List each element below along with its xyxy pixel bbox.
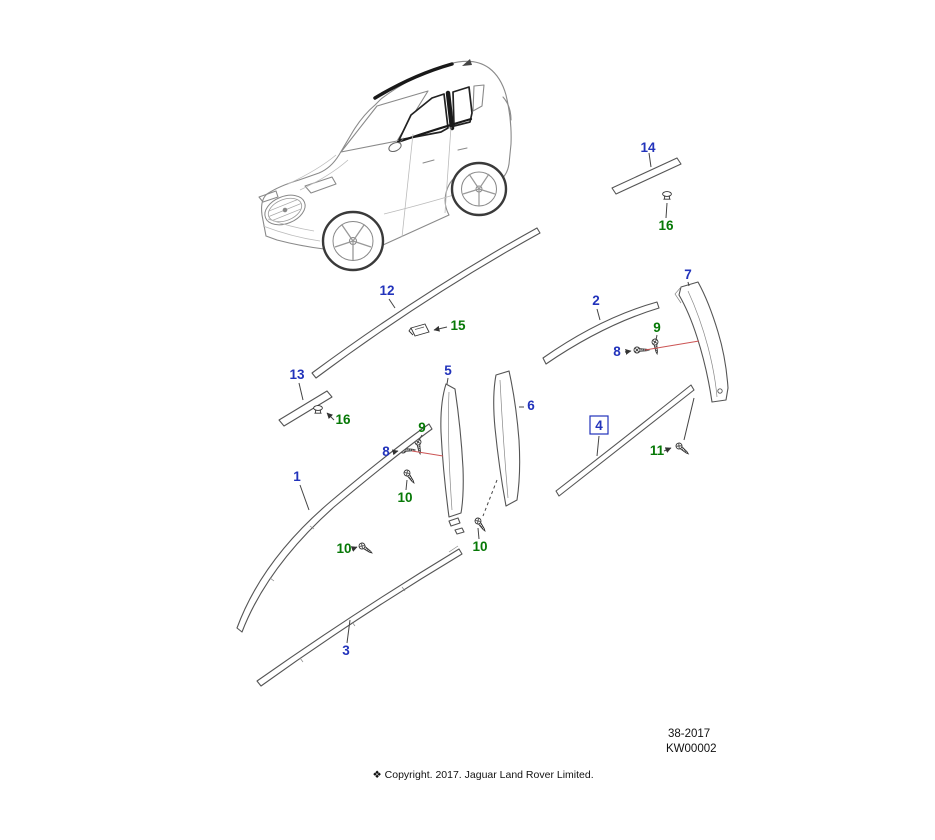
callout-10-b[interactable]: 10 bbox=[472, 539, 487, 554]
part-shapes bbox=[236, 157, 729, 687]
leader-1 bbox=[299, 484, 310, 511]
callout-8-b[interactable]: 8 bbox=[382, 444, 390, 459]
car-bumper-lines bbox=[262, 218, 321, 242]
leader-9b bbox=[418, 434, 423, 441]
leader-5 bbox=[446, 377, 449, 385]
car-antenna-fin bbox=[462, 59, 472, 66]
leader-10b bbox=[477, 527, 480, 540]
part-13-finisher-shape bbox=[278, 390, 333, 427]
part-5-pillar-finisher-shape bbox=[440, 383, 465, 535]
screw-9a bbox=[651, 338, 661, 355]
car-rear-wheel bbox=[450, 161, 508, 217]
part-12-roof-moulding-shape bbox=[311, 227, 541, 379]
fastener-16b-grommet bbox=[313, 405, 323, 414]
callouts: 14 16 12 15 13 16 2 7 9 8 5 6 9 8 10 4 1… bbox=[289, 140, 691, 658]
callout-9-b[interactable]: 9 bbox=[418, 420, 426, 435]
leader-15 bbox=[433, 325, 448, 332]
leader-lines bbox=[298, 152, 700, 644]
leader-13 bbox=[298, 382, 304, 401]
car-b-pillar-trim bbox=[445, 90, 455, 131]
car-hood-creases bbox=[287, 154, 349, 191]
car-windshield bbox=[340, 90, 429, 153]
callout-13[interactable]: 13 bbox=[289, 367, 305, 382]
leader-2 bbox=[596, 308, 601, 321]
callout-14[interactable]: 14 bbox=[640, 140, 656, 155]
car-grille bbox=[264, 194, 306, 226]
callout-12[interactable]: 12 bbox=[379, 283, 394, 298]
callout-3[interactable]: 3 bbox=[342, 643, 350, 658]
leader-10a bbox=[405, 479, 408, 491]
car-mirror bbox=[388, 137, 405, 153]
leader-8b-red bbox=[411, 450, 444, 457]
leader-10c bbox=[350, 546, 358, 552]
callout-7[interactable]: 7 bbox=[684, 267, 692, 282]
car-door-cut-lines bbox=[401, 126, 452, 238]
callout-4[interactable]: 4 bbox=[595, 418, 603, 433]
part-1-front-moulding-shape bbox=[236, 423, 433, 633]
leader-16b bbox=[326, 412, 335, 421]
leader-11 bbox=[663, 447, 672, 453]
drawing-code: KW00002 bbox=[666, 743, 717, 755]
part-14-finisher-shape bbox=[611, 157, 682, 195]
copyright-text: ❖ Copyright. 2017. Jaguar Land Rover Lim… bbox=[372, 769, 593, 781]
callout-6[interactable]: 6 bbox=[527, 398, 535, 413]
leader-6-to-10b-dashed bbox=[482, 479, 498, 517]
car-rear-door-window bbox=[452, 86, 473, 127]
part-6-pillar-finisher-shape bbox=[493, 370, 521, 507]
car-roof-moulding-highlight bbox=[373, 62, 454, 100]
leader-8a-red bbox=[644, 340, 700, 351]
leader-14 bbox=[648, 152, 652, 168]
screw-10c bbox=[357, 541, 375, 556]
leader-9a bbox=[655, 334, 658, 341]
car-headlight-right bbox=[304, 176, 337, 194]
sheet-code: 38-2017 bbox=[668, 728, 710, 740]
part-3-belt-moulding-shape bbox=[256, 545, 463, 687]
callout-1[interactable]: 1 bbox=[293, 469, 301, 484]
car-front-wheel bbox=[321, 210, 385, 272]
callout-10-c[interactable]: 10 bbox=[336, 541, 351, 556]
leader-4-to-11 bbox=[683, 397, 695, 441]
callout-8-a[interactable]: 8 bbox=[613, 344, 621, 359]
callout-16-b[interactable]: 16 bbox=[335, 412, 351, 427]
leader-7 bbox=[687, 281, 690, 287]
screw-10b bbox=[473, 516, 488, 534]
part-7-pillar-finisher-shape bbox=[674, 281, 729, 403]
car-door-handles bbox=[422, 147, 468, 164]
leader-8b bbox=[391, 449, 399, 456]
car-headlight-left bbox=[258, 190, 279, 203]
footer: 38-2017 KW00002 ❖ Copyright. 2017. Jagua… bbox=[372, 728, 716, 781]
callout-11[interactable]: 11 bbox=[650, 443, 665, 458]
callout-4-selection-box bbox=[589, 415, 609, 435]
callout-2[interactable]: 2 bbox=[592, 293, 600, 308]
part-2-moulding-shape bbox=[542, 301, 660, 365]
callout-10-a[interactable]: 10 bbox=[397, 490, 412, 505]
fastener-16a-grommet bbox=[662, 191, 672, 200]
screw-11 bbox=[674, 441, 691, 457]
car-quarter-window bbox=[472, 84, 485, 112]
car-tail-lamp bbox=[502, 96, 512, 121]
leader-8a bbox=[624, 348, 632, 355]
leader-16a bbox=[665, 202, 668, 219]
leader-4 bbox=[596, 435, 600, 457]
clip-15-shape bbox=[408, 323, 430, 337]
part-4-belt-moulding-shape bbox=[555, 384, 695, 497]
leader-3 bbox=[346, 619, 351, 644]
car-belt-moulding-highlight bbox=[396, 117, 473, 144]
callout-5[interactable]: 5 bbox=[444, 363, 452, 378]
callout-15[interactable]: 15 bbox=[450, 318, 466, 333]
callout-16-a[interactable]: 16 bbox=[658, 218, 674, 233]
callout-9-a[interactable]: 9 bbox=[653, 320, 661, 335]
screw-10a bbox=[402, 468, 417, 486]
vehicle-illustration bbox=[258, 59, 512, 272]
leader-12 bbox=[388, 298, 396, 309]
